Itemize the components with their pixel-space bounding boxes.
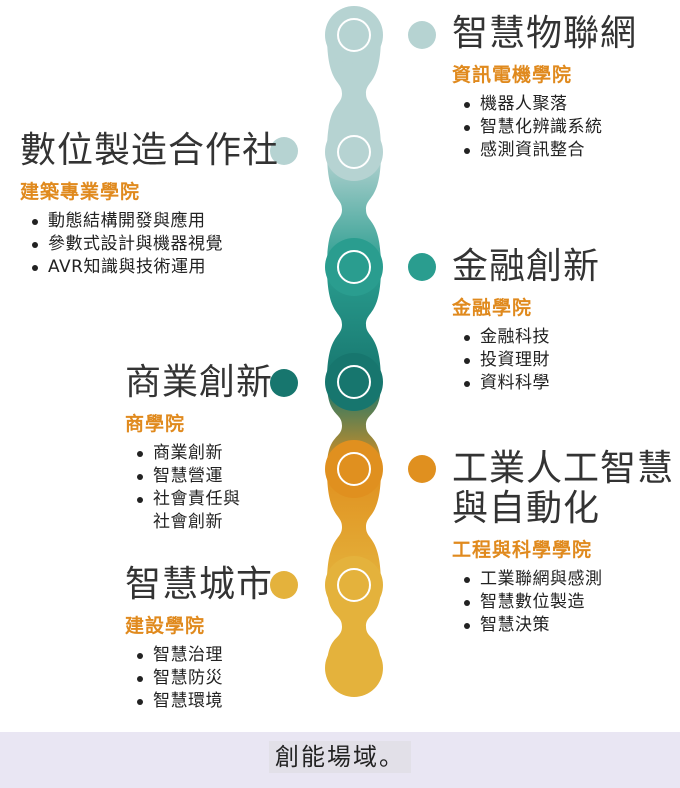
node-dot-smart-city <box>270 571 298 599</box>
spine-rings <box>337 18 371 602</box>
spine-bead-ring <box>337 568 371 602</box>
section-items: 動態結構開發與應用 參數式設計與機器視覺 AVR知識與技術運用 <box>26 210 279 279</box>
section-college: 商學院 <box>125 413 186 435</box>
section-title: 金融創新 <box>452 246 601 287</box>
spine-bead <box>325 123 383 181</box>
list-item: 商業創新 <box>131 442 273 465</box>
spine-bead-ring <box>337 365 371 399</box>
spine-connector <box>327 35 381 152</box>
list-item-continued: 社會創新 <box>153 512 223 532</box>
section-college: 金融學院 <box>452 297 533 319</box>
list-item: 參數式設計與機器視覺 <box>26 233 279 256</box>
spine-bead-ring <box>337 18 371 52</box>
section-fintech: 金融創新 金融學院 金融科技 投資理財 資料科學 <box>452 247 600 395</box>
spine-bead-ring <box>337 250 371 284</box>
section-iot: 智慧物聯網 資訊電機學院 機器人聚落 智慧化辨識系統 感測資訊整合 <box>452 14 637 162</box>
list-item: 金融科技 <box>458 326 600 349</box>
section-smart-city: 智慧城市 建設學院 智慧治理 智慧防災 智慧環境 <box>125 565 273 713</box>
node-dot-fintech <box>408 253 436 281</box>
section-items: 機器人聚落 智慧化辨識系統 感測資訊整合 <box>458 93 637 162</box>
spine-connector <box>327 152 381 267</box>
spine-bead-ring <box>337 452 371 486</box>
section-college: 資訊電機學院 <box>452 64 573 86</box>
footer-caption-text: 創能場域。 <box>269 741 411 773</box>
section-title: 商業創新 <box>125 362 274 403</box>
spine-bead <box>325 6 383 64</box>
list-item: 社會責任與 <box>131 488 273 511</box>
node-dot-business <box>270 369 298 397</box>
node-dot-industrial-ai <box>408 455 436 483</box>
spine-bead <box>325 556 383 614</box>
list-item: 智慧治理 <box>131 644 273 667</box>
spine-bead <box>325 440 383 498</box>
spine-bead-ring <box>337 135 371 169</box>
section-items: 智慧治理 智慧防災 智慧環境 <box>131 644 273 713</box>
node-dot-digital-manufacturing <box>270 137 298 165</box>
list-item: 機器人聚落 <box>458 93 637 116</box>
spine-connector <box>327 469 381 585</box>
spine-bead <box>325 238 383 296</box>
list-item: 智慧環境 <box>131 690 273 713</box>
list-item: 智慧決策 <box>458 614 674 637</box>
spine-connector <box>327 267 381 382</box>
section-digital-manufacturing: 數位製造合作社 建築專業學院 動態結構開發與應用 參數式設計與機器視覺 AVR知… <box>20 131 279 279</box>
section-items: 金融科技 投資理財 資料科學 <box>458 326 600 395</box>
list-item: 感測資訊整合 <box>458 139 637 162</box>
section-items: 工業聯網與感測 智慧數位製造 智慧決策 <box>458 568 674 637</box>
list-item: 智慧營運 <box>131 465 273 488</box>
list-item: 工業聯網與感測 <box>458 568 674 591</box>
list-item: 智慧防災 <box>131 667 273 690</box>
section-title: 數位製造合作社 <box>20 130 280 171</box>
list-item: AVR知識與技術運用 <box>26 256 279 279</box>
section-title: 智慧城市 <box>125 564 274 605</box>
list-item: 智慧化辨識系統 <box>458 116 637 139</box>
spine-bead <box>325 639 383 697</box>
node-dot-iot <box>408 21 436 49</box>
section-industrial-ai: 工業人工智慧 與自動化 工程與科學學院 工業聯網與感測 智慧數位製造 智慧決策 <box>452 449 674 637</box>
spine-fill <box>325 6 383 697</box>
section-title-line-2: 與自動化 <box>452 488 601 529</box>
section-business: 商業創新 商學院 商業創新 智慧營運 社會責任與 社會創新 <box>125 363 273 534</box>
list-item: 資料科學 <box>458 372 600 395</box>
spine-bead <box>325 353 383 411</box>
list-item: 智慧數位製造 <box>458 591 674 614</box>
section-items: 商業創新 智慧營運 社會責任與 社會創新 <box>131 442 273 534</box>
footer-caption: 創能場域。 <box>0 734 680 780</box>
section-college: 建築專業學院 <box>20 181 141 203</box>
section-college: 建設學院 <box>125 615 206 637</box>
list-item: 投資理財 <box>458 349 600 372</box>
section-college: 工程與科學學院 <box>452 539 593 561</box>
section-title-line-1: 工業人工智慧 <box>452 448 675 489</box>
list-item: 動態結構開發與應用 <box>26 210 279 233</box>
section-title: 智慧物聯網 <box>452 13 638 54</box>
spine-chain <box>325 6 383 697</box>
